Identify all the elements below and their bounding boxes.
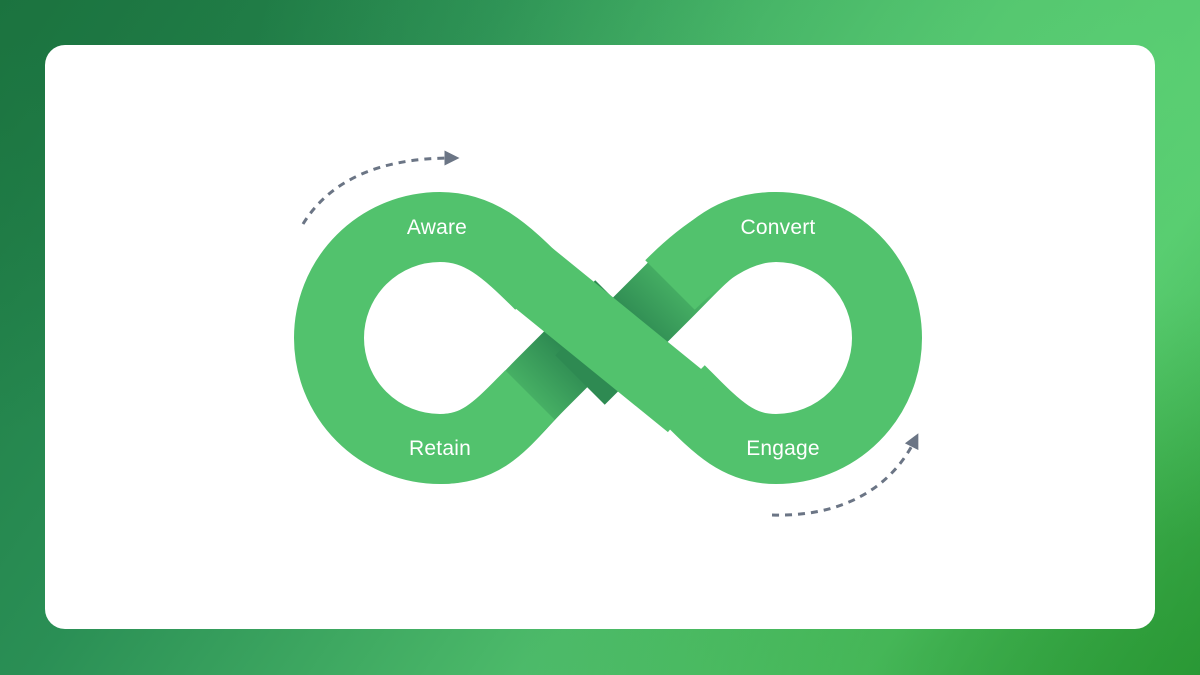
stage-label-retain: Retain <box>409 437 471 460</box>
loop-band-over <box>507 247 713 433</box>
left-loop <box>294 191 565 485</box>
flow-arrow-top-left-icon <box>301 150 460 225</box>
stage-label-aware: Aware <box>406 216 468 239</box>
stage-label-convert: Convert <box>740 216 816 239</box>
stage-label-engage: Engage <box>746 437 820 460</box>
right-loop <box>645 191 922 485</box>
